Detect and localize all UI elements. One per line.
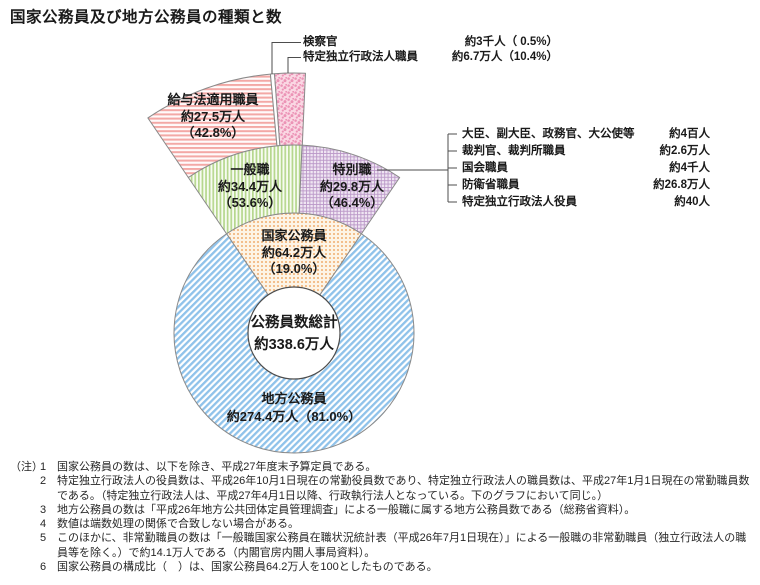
label-kyuyo: 給与法適用職員約27.5万人（42.8%） xyxy=(167,92,259,140)
page-title: 国家公務員及び地方公務員の種類と数 xyxy=(10,9,283,26)
label-ippan: 一般職約34.4万人（53.6%） xyxy=(217,162,283,210)
callout-label-kensatsu: 検察官 xyxy=(303,36,338,48)
leader-line-kensatsu xyxy=(271,42,301,74)
list-item: 特定独立行政法人役員 約40人 xyxy=(462,194,710,211)
chart-wedges xyxy=(147,72,415,454)
list-item: 国会職員 約4千人 xyxy=(462,160,710,177)
list-item: 裁判官、裁判所職員 約2.6万人 xyxy=(462,143,710,160)
callout-value-tokutei: 約6.7万人（10.4%） xyxy=(451,51,558,63)
item-value: 約40人 xyxy=(674,196,710,208)
wedge-tokutei xyxy=(273,72,306,147)
list-item: 大臣、副大臣、政務官、大公使等 約4百人 xyxy=(462,126,710,143)
tokubetsu-breakdown-list: 大臣、副大臣、政務官、大公使等 約4百人 裁判官、裁判所職員 約2.6万人 国会職員… xyxy=(462,126,710,211)
list-item: 防衛省職員 約26.8万人 xyxy=(462,177,710,194)
item-value: 約2.6万人 xyxy=(659,145,711,157)
callout-label-tokutei: 特定独立行政法人職員 xyxy=(303,51,418,63)
item-label: 防衛省職員 xyxy=(462,179,520,191)
notes-prefix: （注） xyxy=(10,461,43,473)
label-center-total: 公務員数総計約338.6万人 xyxy=(250,315,338,353)
label-tokubetsu: 特別職約29.8万人（46.4%） xyxy=(319,162,385,210)
item-value: 約4千人 xyxy=(669,162,710,174)
leader-line-tokutei xyxy=(287,57,301,73)
item-label: 裁判官、裁判所職員 xyxy=(462,145,566,157)
item-label: 大臣、副大臣、政務官、大公使等 xyxy=(462,128,635,140)
label-chiho: 地方公務員約274.4万人（81.0%） xyxy=(226,391,362,424)
item-value: 約26.8万人 xyxy=(653,179,710,191)
item-label: 特定独立行政法人役員 xyxy=(462,196,577,208)
wedge-tokubetsu xyxy=(298,144,401,235)
label-kokka: 国家公務員約64.2万人（19.0%） xyxy=(261,228,327,276)
item-label: 国会職員 xyxy=(462,162,508,174)
center-circle xyxy=(247,286,341,380)
item-value: 約4百人 xyxy=(669,128,710,140)
callout-value-kensatsu: 約3千人（ 0.5%） xyxy=(464,36,558,48)
bracket-lines-tokubetsu xyxy=(377,133,457,203)
donut-chart xyxy=(147,42,457,454)
